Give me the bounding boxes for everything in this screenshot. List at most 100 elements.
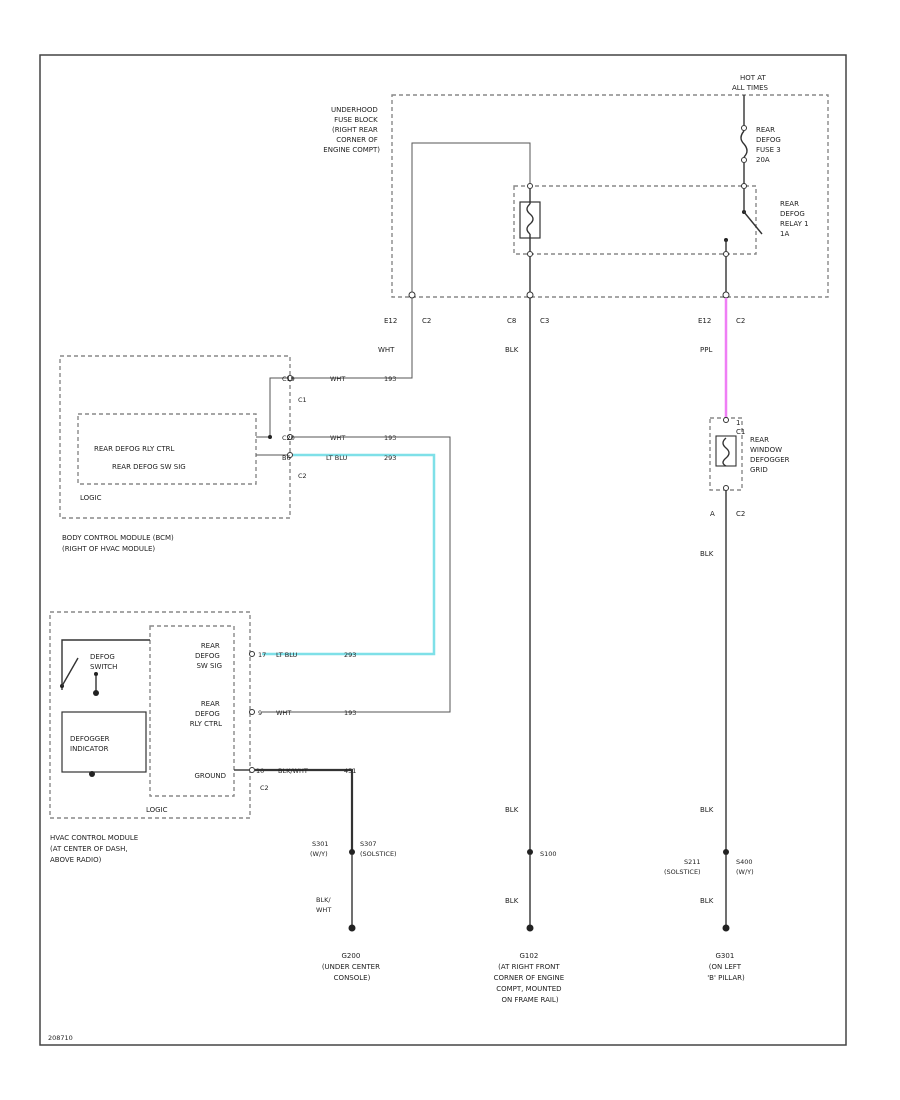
blk-wht-label: BLK/ WHT (316, 896, 333, 914)
s307-label: S307 (360, 840, 377, 848)
grid-element-icon (715, 435, 737, 467)
defog-switch-icon (61, 657, 79, 687)
blk-wht-wire-451 (255, 768, 354, 850)
splice-s301-s307 (349, 849, 355, 855)
bcm-pin-c19 (287, 375, 293, 381)
grid-conn-c1: C1 (736, 428, 745, 436)
hvac-pin-9-label: 9 (258, 709, 262, 717)
fuse-block-pin-c8 (526, 291, 534, 299)
c20-wire-color: WHT (330, 434, 345, 442)
wht-wire-193 (269, 298, 413, 437)
bcm-sw-sig-label: REAR DEFOG SW SIG (112, 463, 186, 471)
pin-c19-label: C19 (282, 375, 295, 383)
pin-c20-label: C20 (282, 434, 295, 442)
hvac-module-outline (49, 611, 251, 819)
hvac-pin-17-label: 17 (258, 651, 266, 659)
fuse-terminal-top (741, 125, 747, 131)
defogger-indicator-label: DEFOGGER INDICATOR (70, 735, 112, 753)
s301-sub: (W/Y) (310, 850, 328, 858)
p17-circuit: 293 (344, 651, 356, 659)
s400-label: S400 (736, 858, 753, 866)
p9-circuit: 193 (344, 709, 356, 717)
hvac-sw-sig-label: REAR DEFOG SW SIG (195, 642, 222, 670)
wire-color-blk-5: BLK (700, 806, 714, 814)
wire-color-blk-4: BLK (505, 897, 519, 905)
p10-circuit: 451 (344, 767, 356, 775)
hvac-ground-label: GROUND (194, 772, 226, 780)
hvac-pin-17 (249, 651, 255, 657)
bcm-conn-c2: C2 (298, 472, 307, 480)
relay-outline (513, 185, 757, 255)
wire-color-wht: WHT (378, 346, 395, 354)
pin-e12b-label: E12 (698, 317, 711, 325)
bcm-relay-ctrl-label: REAR DEFOG RLY CTRL (94, 445, 175, 453)
relay-switch-icon (743, 211, 763, 235)
c19-wire-color: WHT (330, 375, 345, 383)
p10-wire-color: BLK/WHT (278, 767, 308, 775)
relay-coil-icon (519, 201, 541, 239)
hvac-pin-10 (249, 767, 255, 773)
conn-c3-label: C3 (540, 317, 549, 325)
pin-e12-label: E12 (384, 317, 397, 325)
p17-wire-color: LT BLU (276, 651, 298, 659)
s211-label: S211 (684, 858, 701, 866)
hvac-logic-outline (149, 625, 235, 797)
conn-c2-label: C2 (422, 317, 431, 325)
pin-b6-label: B6 (282, 454, 291, 462)
hvac-conn-c2: C2 (260, 784, 269, 792)
fuse-block-pin-e12-b (722, 291, 730, 299)
splice-s211-s400 (723, 849, 729, 855)
bcm-pin-c20 (287, 434, 293, 440)
wire-color-blk-1: BLK (505, 346, 519, 354)
fuse-terminal-bottom (741, 157, 747, 163)
grid-conn-c2: C2 (736, 510, 745, 518)
switch-ground-dot (93, 690, 99, 696)
defog-switch-label: DEFOG SWITCH (90, 653, 117, 671)
grid-pin-1: 1 (736, 419, 740, 427)
ground-g301-icon (722, 924, 730, 932)
s400-sub: (W/Y) (736, 868, 754, 876)
fuse-block-pin-e12-a (408, 291, 416, 299)
hvac-rly-ctrl-label: REAR DEFOG RLY CTRL (190, 700, 222, 728)
hot-at-all-times-label: HOT AT ALL TIMES (732, 74, 769, 92)
bcm-title: BODY CONTROL MODULE (BCM) (RIGHT OF HVAC… (62, 534, 176, 553)
rear-defog-fuse-label: REAR DEFOG FUSE 3 20A (756, 126, 783, 164)
s211-sub: (SOLSTICE) (664, 868, 701, 876)
hvac-pin-9 (249, 709, 255, 715)
c20-circuit: 193 (384, 434, 396, 442)
s301-label: S301 (312, 840, 329, 848)
hvac-module-title: HVAC CONTROL MODULE (AT CENTER OF DASH, … (50, 834, 140, 864)
diagram-code: 208710 (48, 1034, 73, 1042)
ground-g200-label: G200 (UNDER CENTER CONSOLE) (322, 952, 382, 982)
indicator-ground-dot (89, 771, 95, 777)
lt-blu-wire-293 (262, 453, 436, 656)
defogger-indicator-icon (61, 711, 147, 773)
ground-g102-label: G102 (AT RIGHT FRONT CORNER OF ENGINE CO… (494, 952, 567, 1004)
bcm-inner-outline (77, 413, 257, 485)
hvac-logic-label: LOGIC (146, 806, 168, 814)
fuse-icon (740, 130, 748, 158)
wire-color-blk-6: BLK (700, 897, 714, 905)
ground-g200-icon (348, 924, 356, 932)
wht-wire-193-to-hvac (262, 436, 451, 713)
bcm-logic-label: LOGIC (80, 494, 102, 502)
fuse-block-title: UNDERHOOD FUSE BLOCK (RIGHT REAR CORNER … (323, 106, 380, 154)
ground-g301-label: G301 (ON LEFT 'B' PILLAR) (707, 952, 745, 982)
rear-defog-relay-label: REAR DEFOG RELAY 1 1A (780, 200, 811, 238)
pin-c8-label: C8 (507, 317, 516, 325)
wire-color-blk-2: BLK (700, 550, 714, 558)
p9-wire-color: WHT (276, 709, 291, 717)
conn-c2b-label: C2 (736, 317, 745, 325)
fuse-block-outline (391, 94, 829, 298)
bcm-conn-c1: C1 (298, 396, 307, 404)
rear-window-defogger-grid-label: REAR WINDOW DEFOGGER GRID (750, 436, 792, 474)
s307-sub: (SOLSTICE) (360, 850, 397, 858)
wire-color-blk-3: BLK (505, 806, 519, 814)
b6-circuit: 293 (384, 454, 396, 462)
wire-color-ppl: PPL (700, 346, 712, 354)
b6-wire-color: LT BLU (326, 454, 348, 462)
diagram-frame (39, 54, 847, 1046)
grid-pin-a: A (710, 510, 715, 518)
c19-circuit: 193 (384, 375, 396, 383)
